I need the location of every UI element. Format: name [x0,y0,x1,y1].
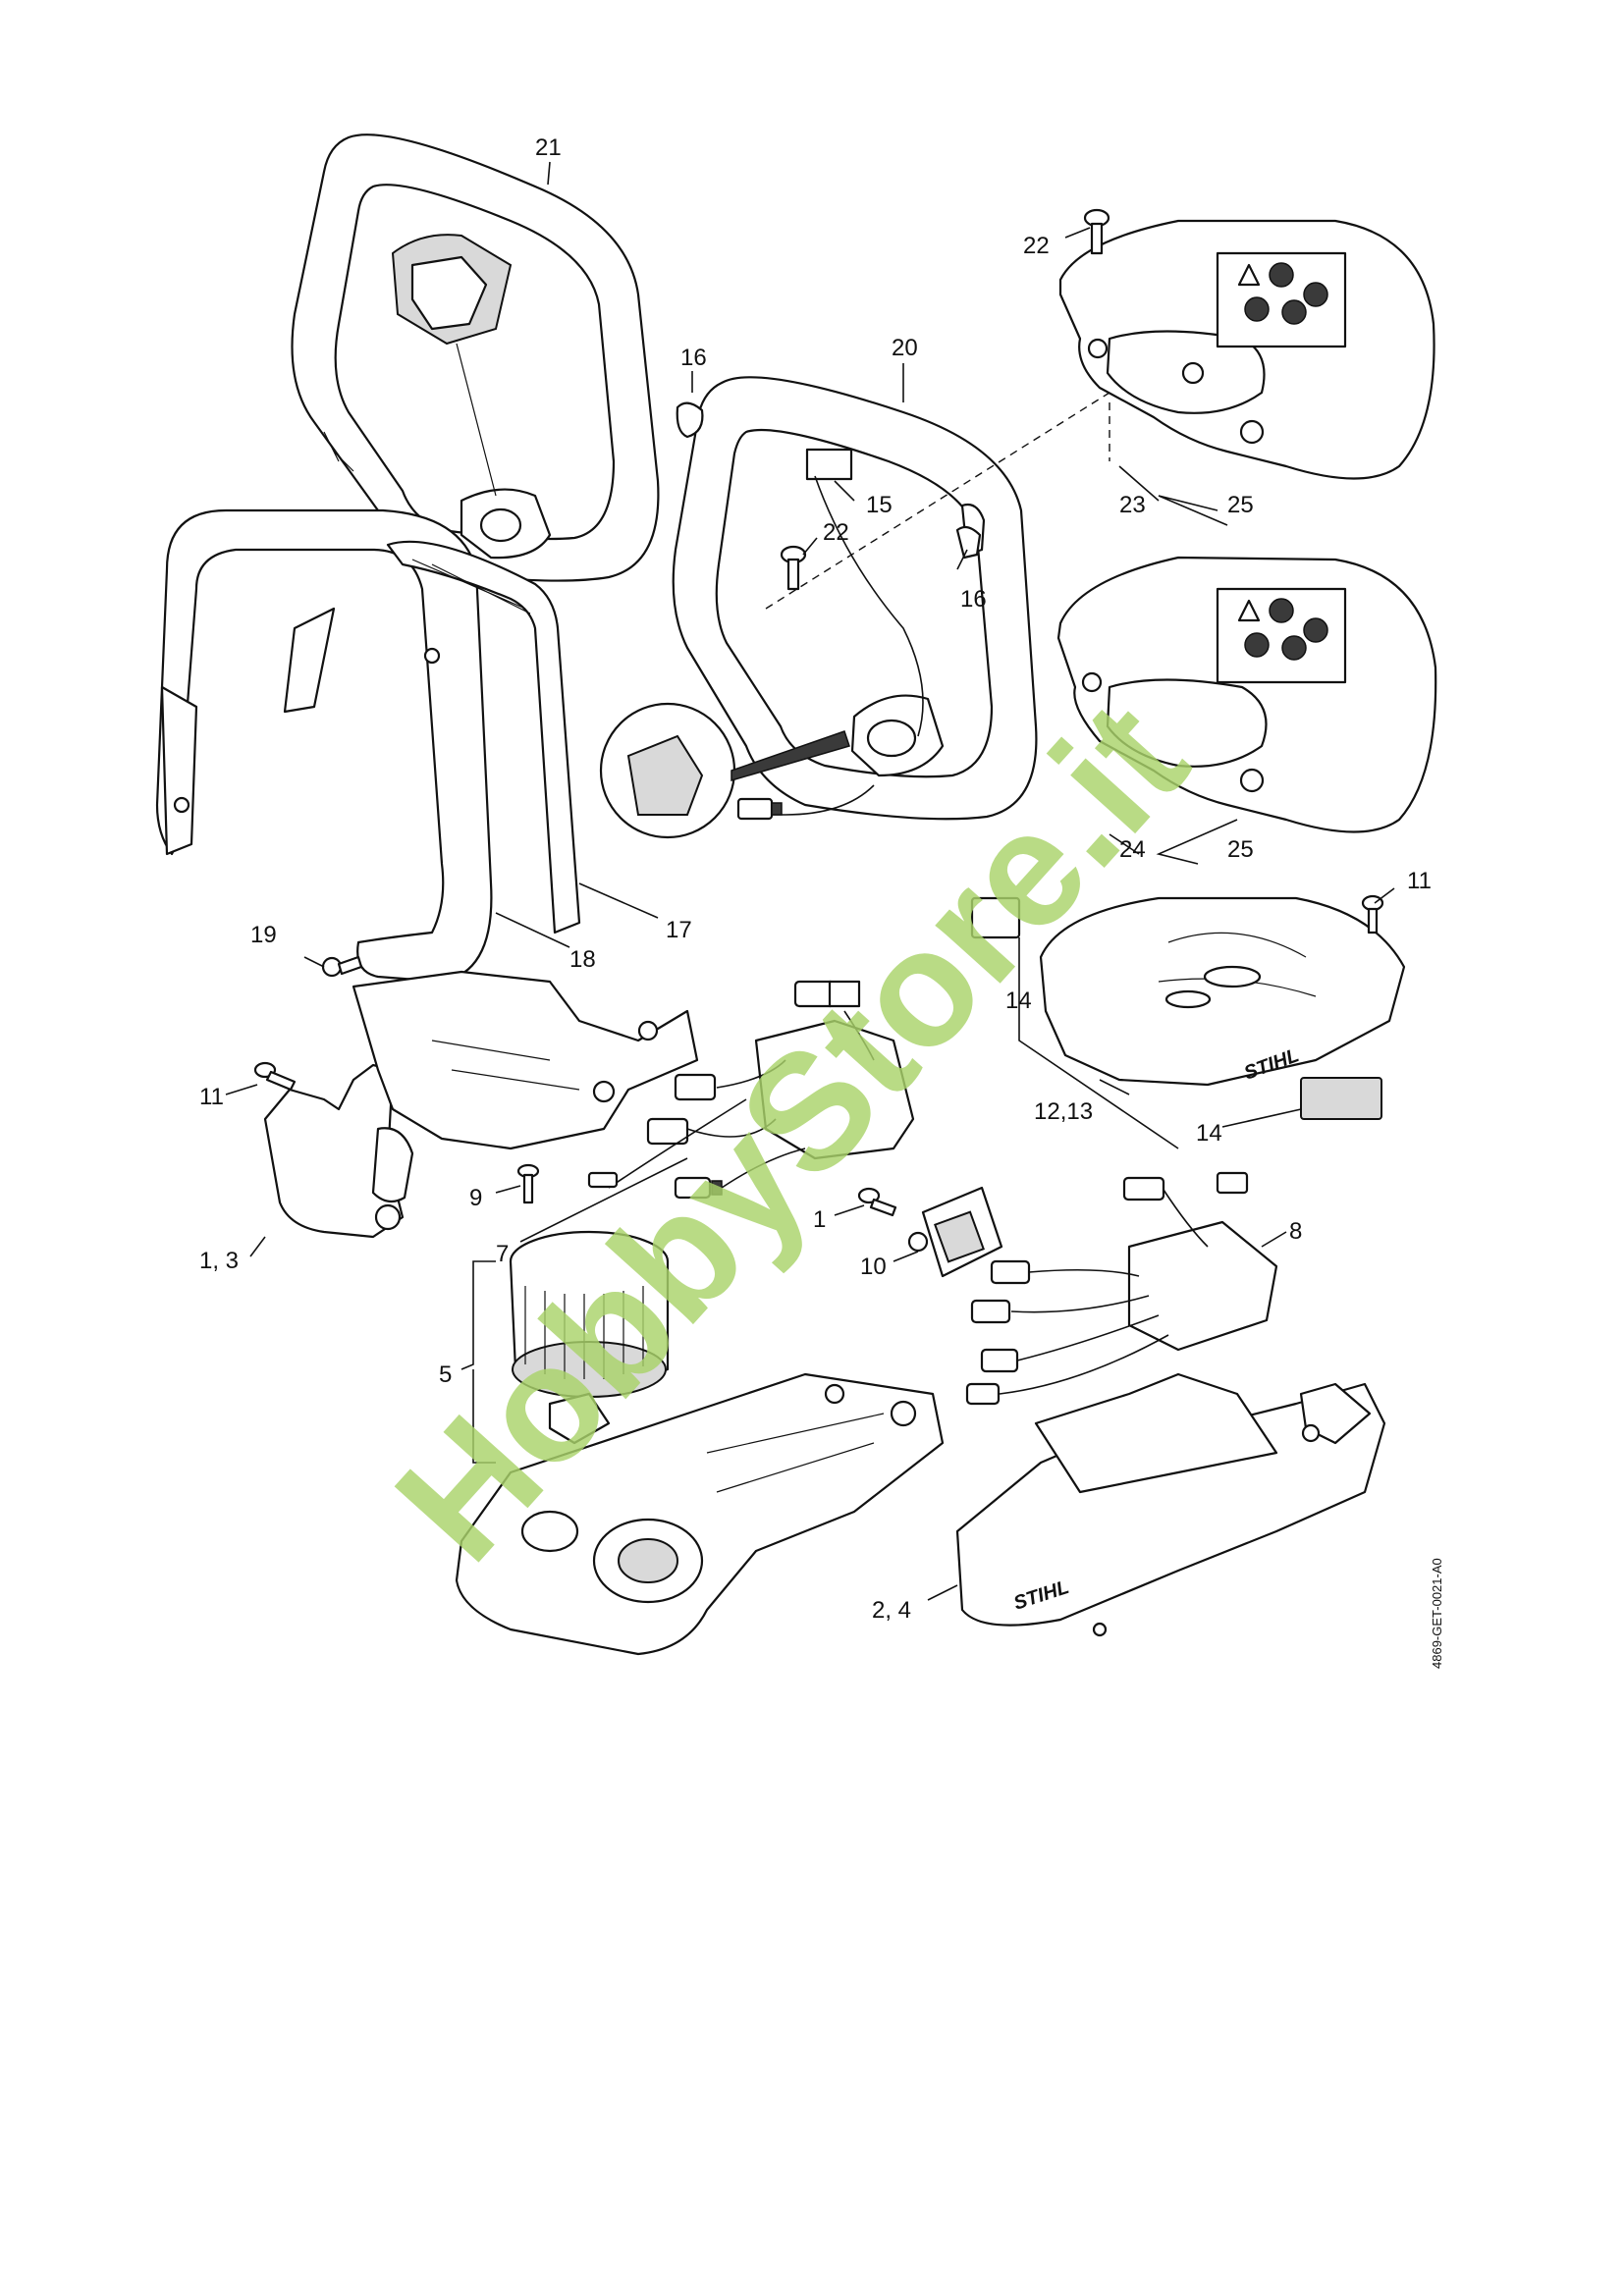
callout-16a: 16 [680,345,707,371]
part-11a-screw [253,1061,297,1092]
callout-1213: 12,13 [1034,1098,1093,1125]
connector-plug [736,797,783,821]
part-18-loop-handle [155,508,493,984]
part-10-electronics-module [907,1186,1003,1278]
part-1-3-housing-half [263,970,699,1239]
callout-23: 23 [1119,492,1146,518]
callout-10: 10 [860,1254,887,1280]
part-23-cover [1058,219,1435,480]
callout-labels: 21 16 20 22 15 22 16 23 25 24 25 17 18 1… [199,134,1432,1624]
callout-25a: 25 [1227,492,1254,518]
part-8-wiring-harness [965,1171,1278,1406]
callout-16b: 16 [960,586,987,613]
callout-21: 21 [535,134,562,161]
callout-25b: 25 [1227,836,1254,863]
callout-17: 17 [666,917,692,943]
part-17-grip-strip [386,540,581,934]
callout-9: 9 [469,1185,482,1211]
callout-8: 8 [1289,1218,1302,1245]
callout-11b: 11 [1407,868,1432,894]
drawing-code: 4869-GET-0021-A0 [1430,1558,1444,1669]
detail-magnifier [599,702,850,839]
gear-housing-base [455,1372,945,1656]
callout-19: 19 [250,922,277,948]
part-16b-clip [955,525,982,560]
part-20-handle-frame [672,376,1038,821]
callout-2-4: 2, 4 [872,1597,911,1624]
callout-5: 5 [439,1362,452,1388]
callout-14a: 14 [1005,988,1032,1014]
part-12-13-motor-cover: STIHL [970,896,1406,1120]
callout-1b: 1 [813,1206,826,1233]
part-19-screw [321,955,363,978]
part-9-screw [516,1163,540,1204]
callout-11a: 11 [199,1084,224,1110]
callout-leaders [225,161,1395,1601]
part-21-handle-frame [291,133,660,582]
callout-15: 15 [866,492,893,518]
part-2-4-housing-half: STIHL [955,1372,1386,1637]
callout-7: 7 [496,1241,509,1267]
callout-1-3: 1, 3 [199,1248,239,1274]
part-22a-screw [1083,208,1110,255]
callout-24: 24 [1119,836,1146,863]
callout-14b: 14 [1196,1120,1222,1147]
part-1-screw [857,1187,897,1217]
callout-20: 20 [892,335,918,361]
callout-22b: 22 [823,519,849,546]
part-22b-screw [780,545,807,591]
callout-22a: 22 [1023,233,1050,259]
part-24-cover [1056,556,1437,833]
part-5-motor [509,1230,670,1445]
part-7-wiring-harness [587,980,915,1200]
part-11b-screw [1361,894,1384,934]
part-16a-clip [676,401,704,439]
callout-18: 18 [569,946,596,973]
